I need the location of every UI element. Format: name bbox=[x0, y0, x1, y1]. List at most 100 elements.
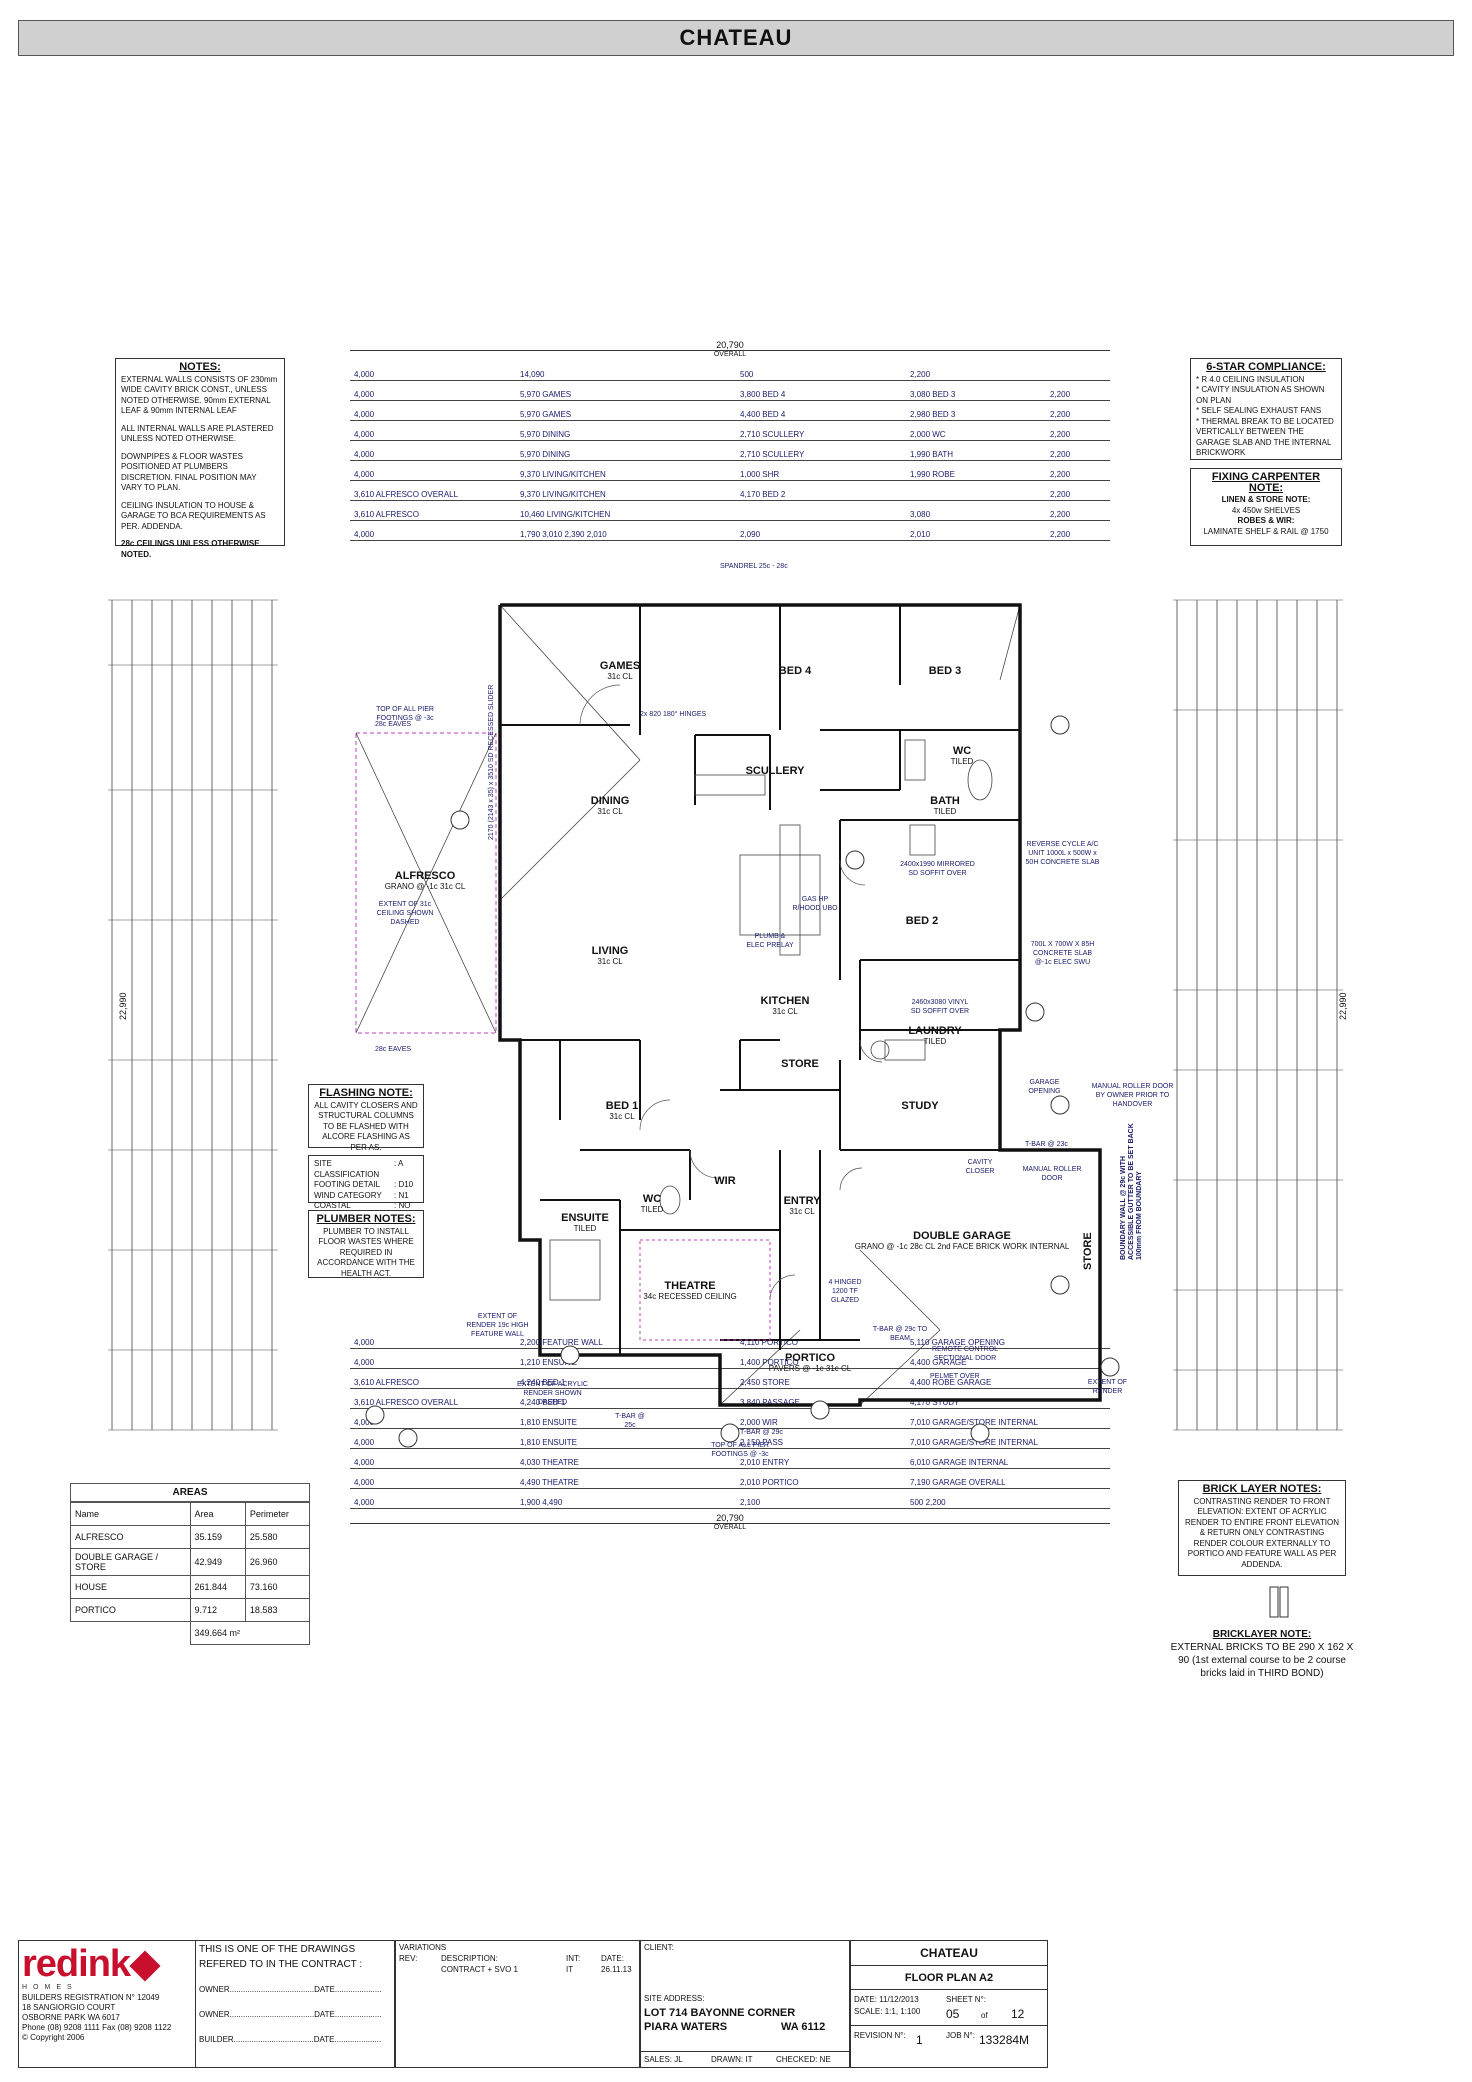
site-key: WIND CATEGORY bbox=[314, 1190, 382, 1200]
fixing-heading: FIXING CARPENTER NOTE: bbox=[1211, 471, 1321, 494]
scale-value: 1:1, 1:100 bbox=[884, 2007, 921, 2016]
top-dimension-label: 5,970 GAMES bbox=[520, 390, 572, 399]
top-dimension-label: 1,790 3,010 2,390 2,010 bbox=[520, 530, 607, 539]
top-dimension-label: 2,200 bbox=[1050, 510, 1071, 519]
top-dimension-label: 9,370 LIVING/KITCHEN bbox=[520, 490, 606, 499]
room-kitchen-name: KITCHEN bbox=[760, 995, 810, 1007]
bottom-dimension-label: 4,400 GARAGE bbox=[910, 1358, 967, 1367]
note-mirrored: 2400x1990 MIRRORED SD SOFFIT OVER bbox=[900, 861, 975, 877]
fixing-l4: LAMINATE SHELF & RAIL @ 1750 bbox=[1203, 526, 1329, 536]
room-scullery-name: SCULLERY bbox=[745, 765, 805, 777]
table-cell: PORTICO bbox=[70, 1598, 191, 1622]
date-value: 11/12/2013 bbox=[879, 1995, 919, 2004]
top-dimension-label: 4,000 bbox=[354, 430, 375, 439]
alfresco-outline bbox=[355, 732, 497, 1034]
note-gas: GAS HP R/HOOD UBO bbox=[792, 896, 838, 912]
room-theatre-name: THEATRE bbox=[664, 1280, 716, 1292]
room-theatre-ceiling: 34c RECESSED CEILING bbox=[643, 1292, 737, 1301]
address-line-2: PIARA WATERS bbox=[644, 2021, 728, 2033]
owner-line-2: OWNER...................................… bbox=[199, 2010, 382, 2019]
bottom-dimension-label: 4,170 STUDY bbox=[910, 1398, 960, 1407]
overall-top-value: 20,790 bbox=[716, 340, 744, 350]
top-dimension-label: 14,090 bbox=[520, 370, 545, 379]
fixtures bbox=[549, 739, 993, 1301]
drawn-key: DRAWN: bbox=[711, 2055, 744, 2064]
checked-label: CHECKED: NE bbox=[776, 2055, 831, 2064]
notes-panel: NOTES: EXTERNAL WALLS CONSISTS OF 230mm … bbox=[115, 358, 285, 559]
note-concrete-slab: 700L X 700W X 85H CONCRETE SLAB @-1c ELE… bbox=[1030, 941, 1095, 966]
site-row: SITE CLASSIFICATION: A bbox=[314, 1159, 418, 1180]
checked-key: CHECKED: bbox=[776, 2055, 818, 2064]
site-key: FOOTING DETAIL bbox=[314, 1180, 381, 1189]
bottom-dimension-label: 6,010 GARAGE INTERNAL bbox=[910, 1458, 1009, 1467]
builder-line: BUILDER.................................… bbox=[199, 2035, 382, 2044]
table-cell: HOUSE bbox=[70, 1575, 191, 1599]
int-heading: INT: bbox=[566, 1954, 581, 1963]
top-dimension-label: 2,710 SCULLERY bbox=[740, 450, 805, 459]
bottom-dimension-label: 5,110 GARAGE OPENING bbox=[910, 1338, 1005, 1347]
room-alfresco-ceiling: GRANO @ -1c 31c CL bbox=[384, 882, 466, 891]
top-dimension-label: 4,000 bbox=[354, 450, 375, 459]
top-dimension-label: 2,200 bbox=[1050, 430, 1071, 439]
bottom-dimension-label: 2,200 FEATURE WALL bbox=[520, 1338, 603, 1347]
owner-line-1: OWNER...................................… bbox=[199, 1985, 382, 1994]
client-label: CLIENT: bbox=[644, 1943, 674, 1952]
brand-diamond-icon bbox=[129, 1950, 161, 1982]
bottom-dimension-label: 7,190 GARAGE OVERALL bbox=[910, 1478, 1006, 1487]
top-dimension-label: 4,000 bbox=[354, 530, 375, 539]
company-line: OSBORNE PARK WA 6017 bbox=[22, 2013, 120, 2022]
room-store: STORE bbox=[781, 1058, 819, 1070]
bottom-dimension-label: 500 2,200 bbox=[910, 1498, 946, 1507]
top-dimension-label: 5,970 DINING bbox=[520, 450, 571, 459]
top-dimension-label: 3,610 ALFRESCO OVERALL bbox=[354, 490, 459, 499]
overall-bottom-label: OVERALL bbox=[713, 1524, 747, 1531]
rev-heading: REV: bbox=[399, 1954, 418, 1963]
flashing-text: ALL CAVITY CLOSERS AND STRUCTURAL COLUMN… bbox=[314, 1100, 418, 1152]
room-wir-name: WIR bbox=[714, 1175, 736, 1187]
note-hinges: 2x 820 180° HINGES bbox=[640, 711, 707, 718]
note-acrylic: EXTENT OF ACRYLIC RENDER SHOWN DASHED bbox=[517, 1381, 588, 1406]
contract-block: THIS IS ONE OF THE DRAWINGS REFERED TO I… bbox=[195, 1940, 395, 2068]
overall-top-label: OVERALL bbox=[713, 351, 747, 358]
scale-key: SCALE: bbox=[854, 2007, 883, 2016]
note-extent-render: EXTENT OF RENDER bbox=[1087, 1379, 1128, 1395]
top-dimension-label: 4,000 bbox=[354, 370, 375, 379]
room-wir: WIR bbox=[714, 1175, 735, 1187]
brick-layer-notes-panel: BRICK LAYER NOTES: CONTRASTING RENDER TO… bbox=[1178, 1480, 1346, 1576]
bottom-dimension-label: 4,000 bbox=[354, 1418, 375, 1427]
note-vinyl-sd: 2460x3080 VINYL SD SOFFIT OVER bbox=[910, 999, 970, 1015]
brand-logo: redink bbox=[22, 1944, 192, 1984]
sales-value: JL bbox=[674, 2055, 683, 2064]
room-games-name: GAMES bbox=[599, 660, 641, 672]
note-spandrel: SPANDREL 25c - 28c bbox=[720, 563, 788, 570]
fixing-l1: LINEN & STORE NOTE: bbox=[1221, 495, 1311, 504]
theatre-ceiling-outline bbox=[639, 1239, 771, 1341]
bottom-dimension-label: 2,000 WIR bbox=[740, 1418, 778, 1427]
room-kitchen-ceiling: 31c CL bbox=[772, 1007, 798, 1016]
bottom-dimension-label: 4,110 PORTICO bbox=[740, 1338, 798, 1347]
bottom-dimension-label: 3,610 ALFRESCO OVERALL bbox=[354, 1398, 459, 1407]
bottom-dimension-label: 4,000 bbox=[354, 1458, 375, 1467]
internal-walls bbox=[500, 605, 1100, 1355]
top-dimension-label: 3,800 BED 4 bbox=[740, 390, 786, 399]
company-line: Phone (08) 9208 1111 Fax (08) 9208 1122 bbox=[22, 2023, 172, 2032]
drawn-value: IT bbox=[745, 2055, 753, 2064]
top-dimension-label: 2,710 SCULLERY bbox=[740, 430, 805, 439]
room-entry-ceiling: 31c CL bbox=[789, 1207, 815, 1216]
site-key: SITE CLASSIFICATION bbox=[314, 1159, 380, 1179]
top-dimension-row: 3,610 ALFRESCO OVERALL 9,370 LIVING/KITCH… bbox=[350, 490, 1110, 504]
top-dimension-label: 10,460 LIVING/KITCHEN bbox=[520, 510, 611, 519]
site-row: WIND CATEGORY: N1 bbox=[314, 1191, 418, 1202]
sales-key: SALES: bbox=[644, 2055, 673, 2064]
